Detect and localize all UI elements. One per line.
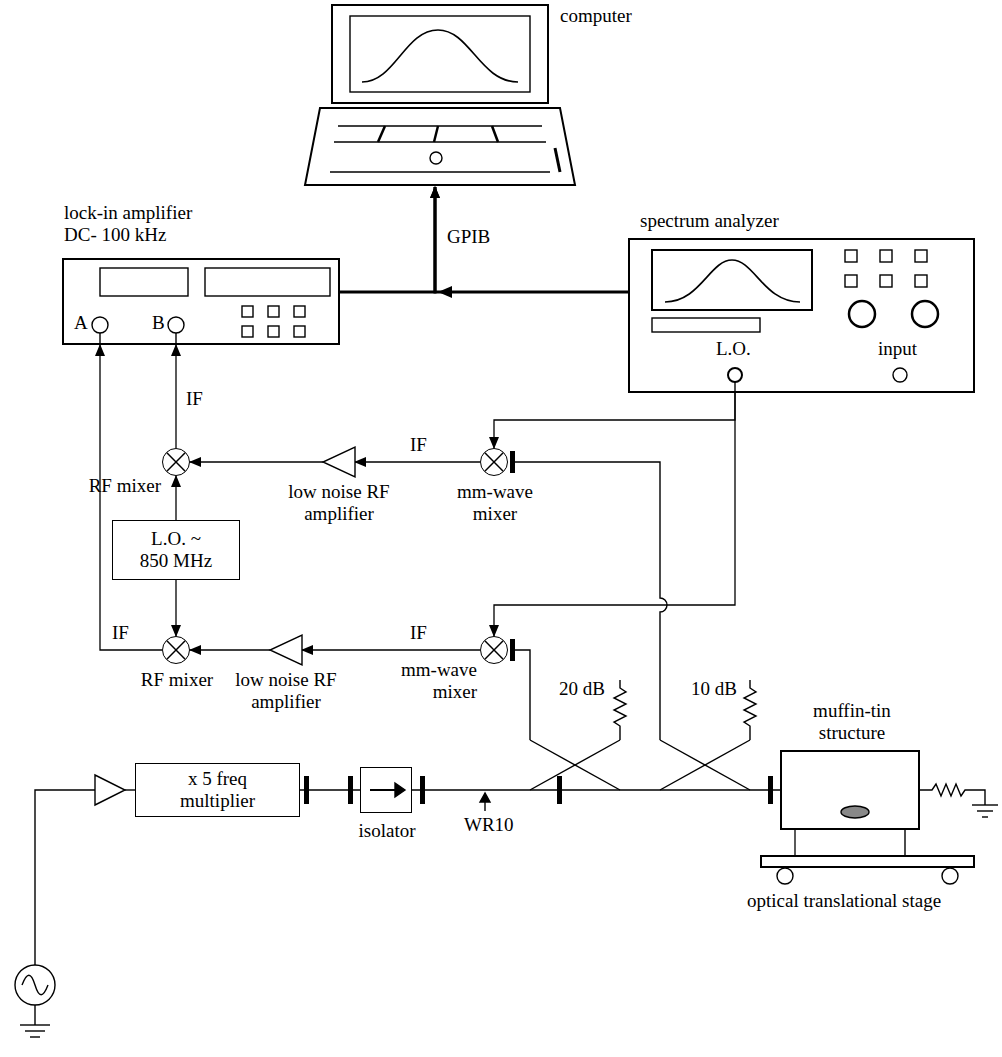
analyzer-panel xyxy=(652,250,938,393)
spectrum-analyzer: spectrum analyzerL.O.input xyxy=(628,238,975,393)
rf-amplifier: low noise RF amplifier xyxy=(323,447,355,477)
connector xyxy=(175,580,176,636)
node-label: isolator xyxy=(347,820,427,842)
edge-label: IF xyxy=(408,434,429,456)
mixer-cross xyxy=(163,449,189,475)
mixer-cross-line xyxy=(167,641,185,659)
port-label: B xyxy=(152,312,165,334)
port-label: A xyxy=(74,312,88,334)
port-label: L.O. xyxy=(716,338,751,360)
muffin-tin-structure: muffin-tin structure xyxy=(780,750,920,830)
rf-amplifier: low noise RF amplifier xyxy=(270,635,302,665)
rf-mixer: RF mixer xyxy=(162,448,190,476)
node-label: muffin-tin structure xyxy=(802,700,902,744)
isolator-arrow xyxy=(370,783,405,797)
termination-load xyxy=(920,784,998,817)
frequency-multiplier: x 5 freq multiplier xyxy=(135,763,300,817)
connector xyxy=(435,187,628,292)
mixer-cross-line xyxy=(485,641,503,659)
lock-in-panel xyxy=(92,268,330,345)
mm-wave-mixer: mm-wave mixer xyxy=(480,448,508,476)
connector xyxy=(412,789,780,791)
amplifier-triangle xyxy=(323,447,355,477)
isolator: isolator xyxy=(360,767,412,813)
mixer-cross-line xyxy=(485,641,503,659)
connector xyxy=(355,461,480,462)
connector xyxy=(300,789,360,791)
node-label: RF mixer xyxy=(132,669,222,691)
sample-bead xyxy=(841,806,869,818)
amplifier-triangle xyxy=(270,635,302,665)
laptop-drawing xyxy=(305,5,575,185)
mixer-cross-line xyxy=(485,453,503,471)
node-label: mm-wave mixer xyxy=(455,481,535,525)
edge-label: IF xyxy=(408,622,429,644)
connector xyxy=(190,649,270,650)
connector xyxy=(794,830,795,855)
waveguide-flange xyxy=(304,451,773,804)
annotation-label: 20 dB xyxy=(557,678,607,700)
annotation-label: 10 dB xyxy=(689,678,739,700)
computer: computer xyxy=(305,5,575,187)
node-label: low noise RF amplifier xyxy=(284,481,394,525)
rf-mixer: RF mixer xyxy=(162,636,190,664)
mixer-cross-line xyxy=(167,641,185,659)
edge-label: IF xyxy=(184,388,205,410)
node-label: computer xyxy=(560,5,632,27)
node-label: L.O. ~ 850 MHz xyxy=(139,528,214,572)
connector xyxy=(302,649,480,650)
edge-label: GPIB xyxy=(445,226,492,248)
connector xyxy=(175,476,176,520)
node-label: lock-in amplifier DC- 100 kHz xyxy=(64,202,214,246)
mixer-cross xyxy=(481,637,507,663)
annotation-label: WR10 xyxy=(462,814,516,836)
local-oscillator: L.O. ~ 850 MHz xyxy=(112,520,240,580)
edge-label: IF xyxy=(110,622,131,644)
connector xyxy=(100,345,162,650)
mixer-cross-line xyxy=(167,453,185,471)
mixer-cross-line xyxy=(485,453,503,471)
node-label: optical translational stage xyxy=(747,890,941,912)
wr10-pointer xyxy=(480,793,490,811)
translation-stage: optical translational stage xyxy=(760,855,975,868)
connector xyxy=(175,345,176,448)
connector xyxy=(190,461,323,462)
node-label: RF mixer xyxy=(81,475,161,497)
connector xyxy=(340,187,435,292)
node-label: low noise RF amplifier xyxy=(231,669,341,713)
connector xyxy=(494,393,735,636)
node-label: spectrum analyzer xyxy=(640,210,779,232)
amplifier-outline xyxy=(323,447,355,477)
mixer-cross xyxy=(163,637,189,663)
source-oscillator xyxy=(15,775,135,1037)
directional-coupler xyxy=(515,462,756,790)
mixer-cross-line xyxy=(167,453,185,471)
port-label: input xyxy=(878,338,917,360)
lock-in-amplifier: lock-in amplifier DC- 100 kHzAB xyxy=(62,258,340,345)
mm-wave-mixer: mm-wave mixer xyxy=(480,636,508,664)
node-label: mm-wave mixer xyxy=(397,659,477,703)
stage-wheels xyxy=(777,830,958,884)
mixer-cross xyxy=(481,449,507,475)
connector xyxy=(494,393,735,448)
amplifier-outline xyxy=(270,635,302,665)
node-label: x 5 freq multiplier xyxy=(173,768,263,812)
